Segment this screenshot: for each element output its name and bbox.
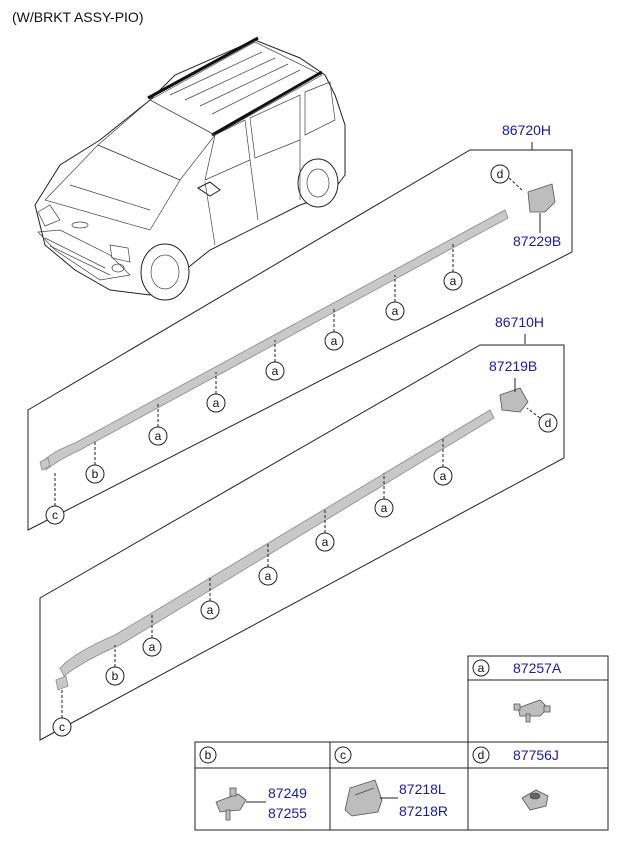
- svg-text:a: a: [392, 304, 399, 318]
- svg-text:a: a: [213, 396, 220, 410]
- callout-d-lower[interactable]: d: [538, 413, 558, 433]
- part-number-87218L[interactable]: 87218L: [399, 781, 446, 797]
- callout-d-upper[interactable]: d: [490, 164, 510, 184]
- svg-text:a: a: [381, 501, 388, 515]
- part-number-86710H[interactable]: 86710H: [495, 314, 544, 330]
- lower-roof-rail: [59, 409, 495, 677]
- callout-a-lower-5[interactable]: a: [200, 600, 220, 620]
- svg-text:b: b: [205, 748, 212, 762]
- clip-b-icon: [215, 787, 247, 821]
- legend-d-letter: d: [472, 746, 490, 764]
- callout-a-upper-3[interactable]: a: [324, 331, 344, 351]
- callout-a-upper-2[interactable]: a: [385, 301, 405, 321]
- part-number-87229B[interactable]: 87229B: [513, 233, 561, 249]
- svg-text:a: a: [331, 334, 338, 348]
- upper-assembly: 86720H d 87229B a a a a a a b c: [27, 122, 573, 531]
- svg-text:a: a: [265, 569, 272, 583]
- svg-text:a: a: [272, 364, 279, 378]
- legend-c-letter: c: [334, 746, 352, 764]
- callout-a-lower-6[interactable]: a: [142, 637, 162, 657]
- svg-text:a: a: [207, 603, 214, 617]
- upper-rear-cap: [527, 183, 556, 213]
- part-number-87257A[interactable]: 87257A: [513, 660, 562, 676]
- upper-assembly-frame: [27, 149, 573, 531]
- upper-front-cap: [39, 457, 51, 471]
- lower-front-cap: [55, 675, 69, 691]
- svg-text:c: c: [59, 720, 65, 734]
- diagram-title: (W/BRKT ASSY-PIO): [12, 9, 143, 25]
- part-number-87756J[interactable]: 87756J: [513, 747, 559, 763]
- legend-table: a 87257A b 87249 87255 c 87218L: [194, 655, 609, 831]
- part-number-87249[interactable]: 87249: [268, 785, 307, 801]
- callout-a-upper-6[interactable]: a: [148, 426, 168, 446]
- lower-assembly-frame: [39, 344, 565, 741]
- part-number-87255[interactable]: 87255: [268, 805, 307, 821]
- svg-text:d: d: [497, 167, 504, 181]
- callout-c-upper[interactable]: c: [45, 505, 65, 525]
- svg-text:d: d: [545, 416, 552, 430]
- svg-text:a: a: [149, 640, 156, 654]
- svg-text:a: a: [450, 274, 457, 288]
- nut-d-icon: [521, 789, 549, 811]
- part-number-86720H[interactable]: 86720H: [502, 122, 551, 138]
- svg-text:c: c: [52, 508, 58, 522]
- svg-text:b: b: [112, 669, 119, 683]
- part-number-87219B[interactable]: 87219B: [489, 358, 537, 374]
- svg-text:d: d: [478, 748, 485, 762]
- callout-a-lower-1[interactable]: a: [433, 466, 453, 486]
- clip-a-icon: [513, 699, 551, 723]
- lower-rear-cap: [499, 387, 529, 413]
- cap-c-icon: [344, 779, 383, 817]
- callout-c-lower[interactable]: c: [52, 717, 72, 737]
- callout-a-lower-3[interactable]: a: [315, 532, 335, 552]
- svg-text:a: a: [155, 429, 162, 443]
- vehicle-illustration: [34, 36, 346, 301]
- svg-text:a: a: [322, 535, 329, 549]
- callout-b-lower[interactable]: b: [105, 666, 125, 686]
- svg-text:a: a: [440, 469, 447, 483]
- legend-b-letter: b: [199, 746, 217, 764]
- part-number-87218R[interactable]: 87218R: [399, 803, 448, 819]
- callout-a-lower-2[interactable]: a: [374, 498, 394, 518]
- callout-a-upper-5[interactable]: a: [206, 393, 226, 413]
- svg-text:b: b: [92, 467, 99, 481]
- svg-text:a: a: [478, 661, 485, 675]
- lower-assembly: 86710H 87219B d a a a a a a b c: [39, 314, 565, 741]
- svg-text:c: c: [340, 748, 346, 762]
- legend-a-letter: a: [472, 659, 490, 677]
- callout-b-upper[interactable]: b: [85, 464, 105, 484]
- callout-a-lower-4[interactable]: a: [258, 566, 278, 586]
- callout-a-upper-1[interactable]: a: [443, 271, 463, 291]
- callout-a-upper-4[interactable]: a: [265, 361, 285, 381]
